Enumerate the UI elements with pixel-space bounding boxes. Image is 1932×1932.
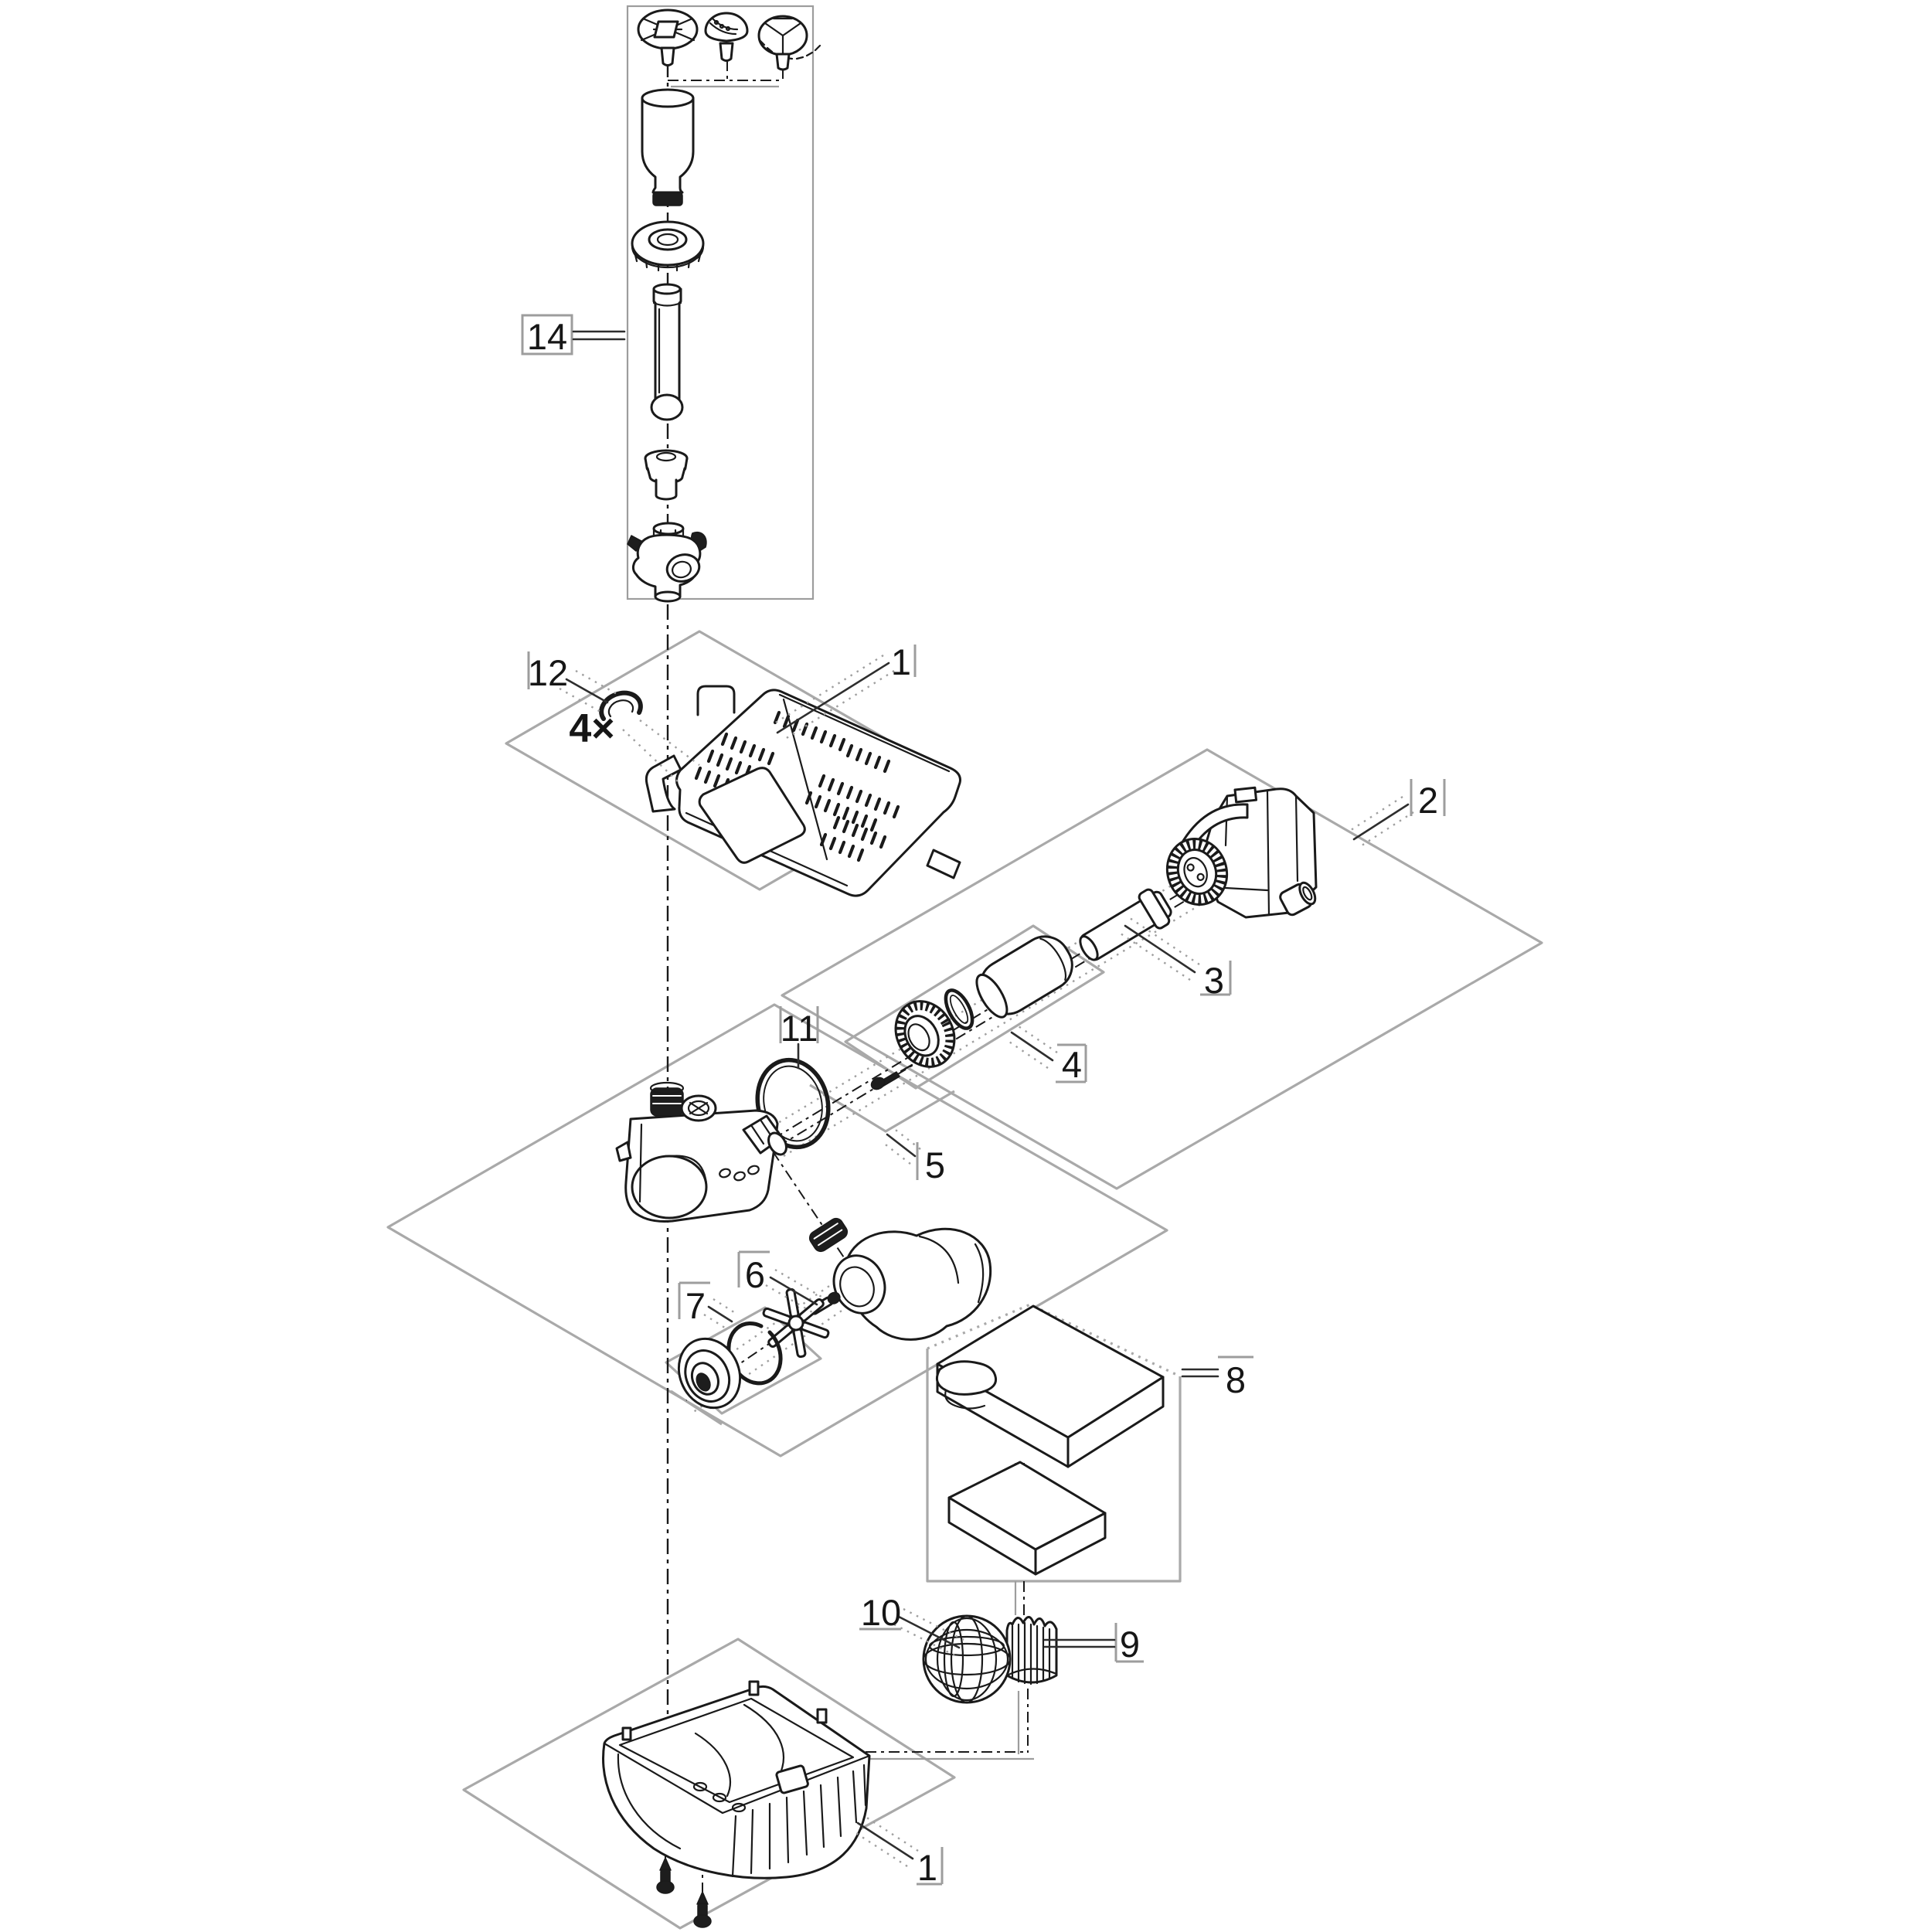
callout-5-label: 5 [925, 1145, 945, 1185]
callout-8-label: 8 [1226, 1359, 1246, 1400]
small-o-ring [944, 988, 975, 1030]
cover-right-tab [926, 849, 961, 879]
pump-lower-cap [808, 1217, 849, 1253]
callout-5: 5 [882, 1127, 945, 1185]
part-5-pump-housing [615, 1081, 849, 1253]
vulkan-nozzle-body [641, 88, 695, 206]
uvc-knurled-ring [1165, 838, 1229, 906]
callout-1-top-label: 1 [891, 641, 911, 682]
part-2-uvc-unit [1165, 786, 1318, 919]
uvc-axis-dotted-a [766, 828, 1264, 1131]
part-8-foams [935, 1304, 1165, 1576]
callout-6-label: 6 [745, 1254, 765, 1295]
part-6-impeller [762, 1287, 841, 1359]
part-4-quartz-glass [975, 935, 1073, 1019]
pump-cross-port [680, 1094, 717, 1122]
uvc-axis-a [772, 838, 1270, 1140]
panel-pump-notch [809, 1083, 955, 1133]
callouts: 14 12 4× 1 2 [521, 314, 1446, 1888]
callout-9: 9 [1043, 1623, 1144, 1665]
cover-front-panel [698, 767, 806, 864]
callout-10-label: 10 [861, 1592, 901, 1633]
callout-11: 11 [779, 1006, 819, 1070]
callout-14: 14 [521, 314, 626, 357]
part-7-pump-cover [677, 1321, 783, 1410]
c-ring [726, 1321, 783, 1386]
callout-9-label: 9 [1120, 1624, 1140, 1665]
fountain-nozzle-dome [704, 12, 749, 62]
fountain-nozzle-cross [637, 9, 699, 66]
callout-2: 2 [1348, 779, 1446, 849]
ring-nut-lower [644, 449, 689, 501]
tee-diverter [627, 522, 707, 603]
panel-pump [386, 1003, 1168, 1458]
panel-bottom-housing [462, 1638, 956, 1930]
callout-4x: 4× [569, 706, 614, 751]
screw-right [693, 1891, 712, 1928]
callout-3: 3 [1120, 917, 1232, 1001]
callout-3-label: 3 [1204, 960, 1224, 1001]
panel-uvc-unit [781, 748, 1543, 1190]
pump-outlet-port [742, 1114, 787, 1156]
callout-8: 8 [1181, 1355, 1253, 1400]
panel-impeller-double-edge [670, 1389, 723, 1426]
callout-1-top: 1 [771, 641, 917, 742]
tub-ribs [731, 1764, 867, 1878]
callout-14-label: 14 [527, 316, 567, 357]
part-14-fountain-set [626, 5, 821, 603]
screw-left [656, 1857, 675, 1894]
part-9-fin-wheel [1005, 1616, 1058, 1685]
callout-7: 7 [678, 1281, 737, 1331]
foam-large [935, 1304, 1165, 1468]
foam-box-outline [926, 1349, 1182, 1583]
fountain-set-box [626, 5, 815, 600]
callout-7-label: 7 [685, 1285, 706, 1326]
screw-small [870, 1063, 913, 1090]
callout-4: 4 [1006, 1024, 1087, 1085]
callout-10: 10 [859, 1592, 964, 1657]
part-12-clip [599, 690, 700, 783]
pump-volute [832, 1227, 992, 1341]
part-1-cover [645, 685, 961, 897]
pump-top-cap [649, 1081, 685, 1117]
uvc-outlet-port [1279, 881, 1317, 917]
callout-1-bottom-label: 1 [917, 1847, 937, 1888]
ring-nut-upper [631, 220, 705, 272]
callout-6: 6 [737, 1250, 822, 1314]
telescope-tube [650, 283, 684, 421]
callout-12: 12 [527, 651, 619, 713]
callout-1-bottom: 1 [852, 1814, 944, 1888]
part-10-bio-ball [922, 1614, 1012, 1704]
housing-screws [656, 1857, 712, 1928]
callout-11-label: 11 [781, 1008, 818, 1049]
callout-4x-label: 4× [569, 706, 614, 751]
pump-left-tab [615, 1141, 632, 1162]
callout-2-label: 2 [1418, 780, 1438, 821]
volute-axis [772, 1151, 852, 1270]
pump-front-chamber [631, 1155, 708, 1219]
uvc-axis-b [777, 846, 1275, 1148]
part-1-bottom-housing [602, 1680, 871, 1879]
foam-small [947, 1461, 1107, 1576]
fountain-nozzle-gear [757, 15, 821, 71]
callout-4-label: 4 [1062, 1044, 1082, 1085]
cover-slot-hatching [694, 710, 900, 862]
foam-notch [935, 1360, 998, 1396]
callout-12-label: 12 [528, 652, 568, 693]
uvc-axis-dotted-b [783, 855, 1281, 1158]
uvc-ring-nut-group [870, 988, 975, 1090]
impeller-blades [762, 1287, 830, 1359]
